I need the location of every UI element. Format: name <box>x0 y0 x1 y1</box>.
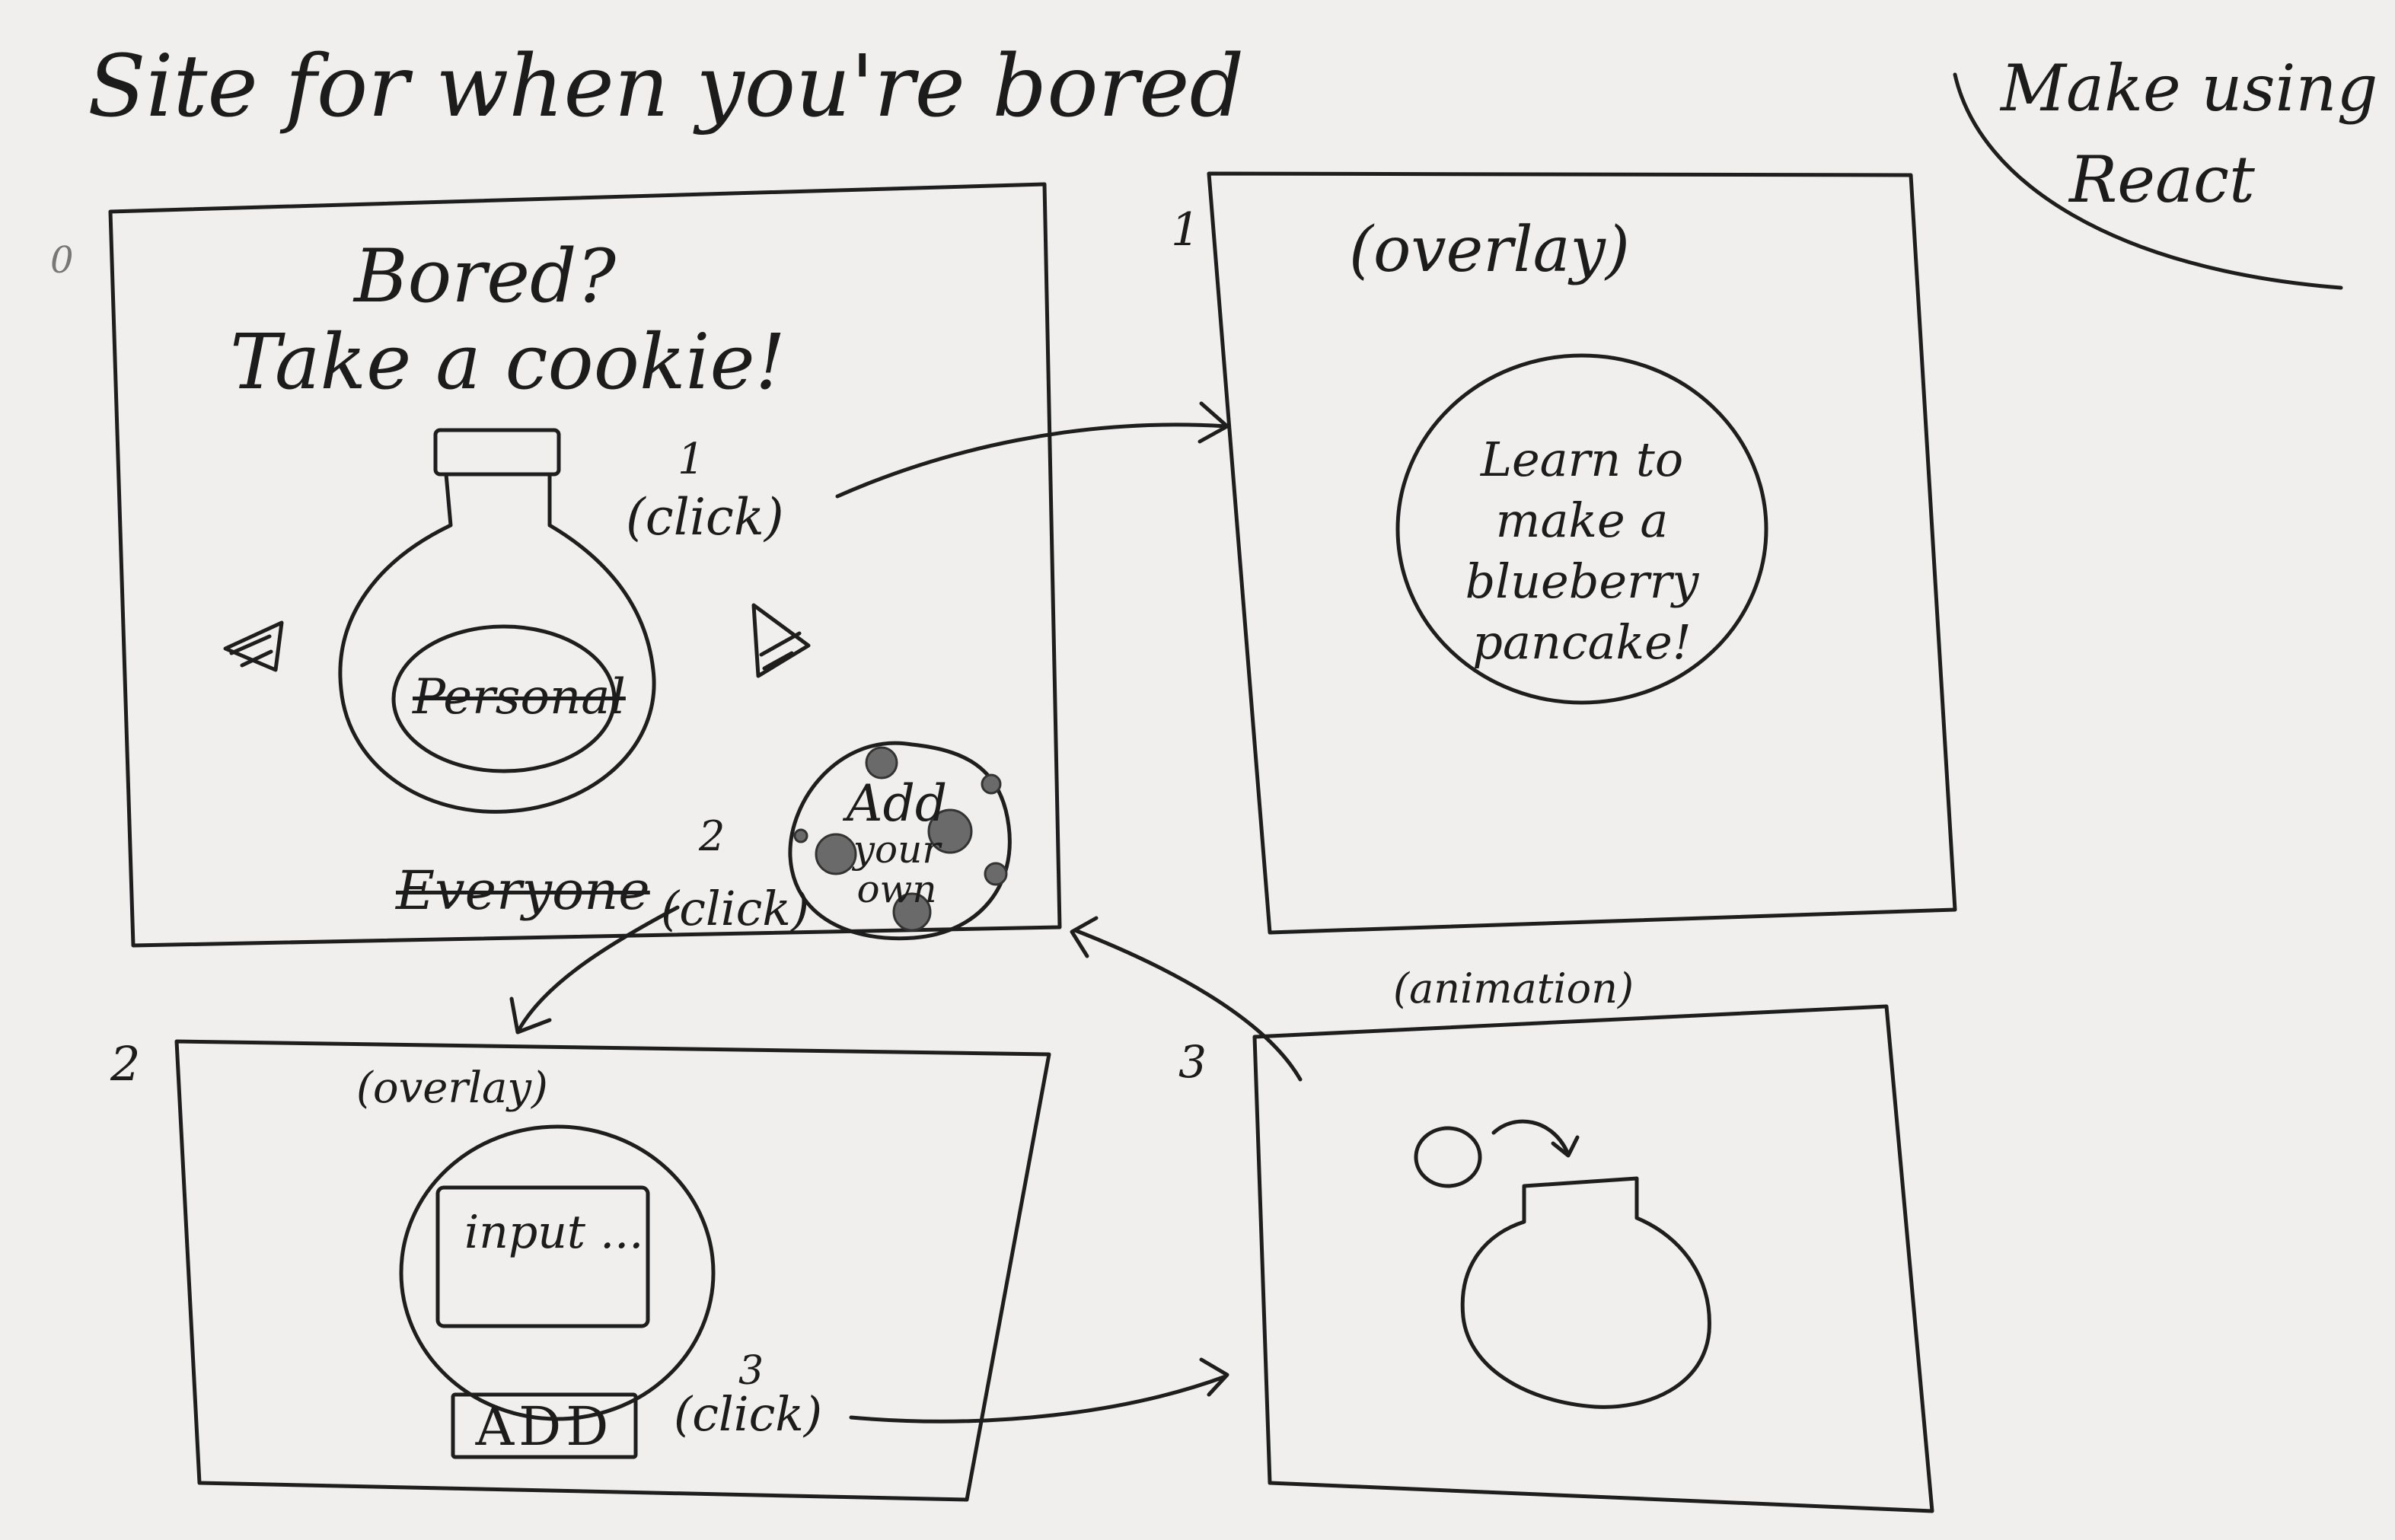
step-2-action: (click) <box>661 881 810 936</box>
flow-arrow-3-head <box>1199 1357 1229 1397</box>
jar-label: Personal <box>413 669 626 725</box>
frame-1-number: 1 <box>1171 203 1201 257</box>
flow-arrow-return <box>1073 928 1303 1082</box>
frame-3-border <box>1252 1004 1934 1513</box>
frame-2-number: 2 <box>110 1036 141 1092</box>
frame-1-border <box>1207 171 1957 935</box>
below-jar-label[interactable]: Everyone <box>396 859 650 922</box>
input-box <box>435 1185 650 1328</box>
cookie-jar-icon <box>338 428 656 814</box>
add-button[interactable]: ADD <box>475 1395 614 1458</box>
frame-3-caption: (animation) <box>1393 964 1634 1012</box>
step-2-number: 2 <box>699 812 726 860</box>
page-title: Site for when you're bored <box>88 37 1245 136</box>
frame-3-number: 3 <box>1178 1036 1207 1088</box>
frame-1-caption: (overlay) <box>1349 214 1630 286</box>
step-1-action: (click) <box>626 488 784 547</box>
note-corner-line <box>1953 72 2343 290</box>
animation-jar-icon <box>1414 1119 1711 1409</box>
left-arrow-icon[interactable] <box>223 620 284 672</box>
flow-arrow-1 <box>835 422 1228 499</box>
cookie-icon[interactable] <box>788 741 1012 941</box>
overlay-circle-2 <box>399 1124 716 1421</box>
add-cookie-line-3[interactable]: own <box>856 867 937 911</box>
flow-arrow-2 <box>517 905 680 1031</box>
step-3-number: 3 <box>738 1348 764 1394</box>
input-placeholder[interactable]: input ... <box>464 1206 644 1259</box>
frame-0-heading-line-1: Bored? <box>354 234 616 319</box>
flow-arrow-1-head <box>1198 401 1229 444</box>
frame-1-message-line-4: pancake! <box>1472 614 1692 670</box>
note-line-2: React <box>2069 142 2255 217</box>
frame-0-border <box>108 182 1062 948</box>
flow-arrow-3 <box>849 1374 1228 1424</box>
frame-0-number: 0 <box>50 239 74 282</box>
frame-1-message-line-1: Learn to <box>1480 432 1684 487</box>
frame-1-message-line-3: blueberry <box>1465 553 1699 609</box>
add-button-box <box>451 1392 638 1459</box>
flow-arrow-return-head <box>1070 916 1099 958</box>
step-3-action: (click) <box>674 1386 823 1442</box>
overlay-circle-1 <box>1395 353 1768 705</box>
add-cookie-line-1[interactable]: Add <box>846 774 948 833</box>
frame-1-message-line-2: make a <box>1495 493 1669 548</box>
step-1-number: 1 <box>678 435 705 484</box>
frame-2-caption: (overlay) <box>356 1063 548 1113</box>
frame-2-border <box>174 1039 1051 1502</box>
frame-0-heading-line-2: Take a cookie! <box>230 317 786 407</box>
note-line-1: Make using <box>2001 51 2378 126</box>
flow-arrow-2-head <box>509 996 552 1035</box>
right-arrow-icon[interactable] <box>751 603 811 678</box>
add-cookie-line-2[interactable]: your <box>853 827 941 872</box>
